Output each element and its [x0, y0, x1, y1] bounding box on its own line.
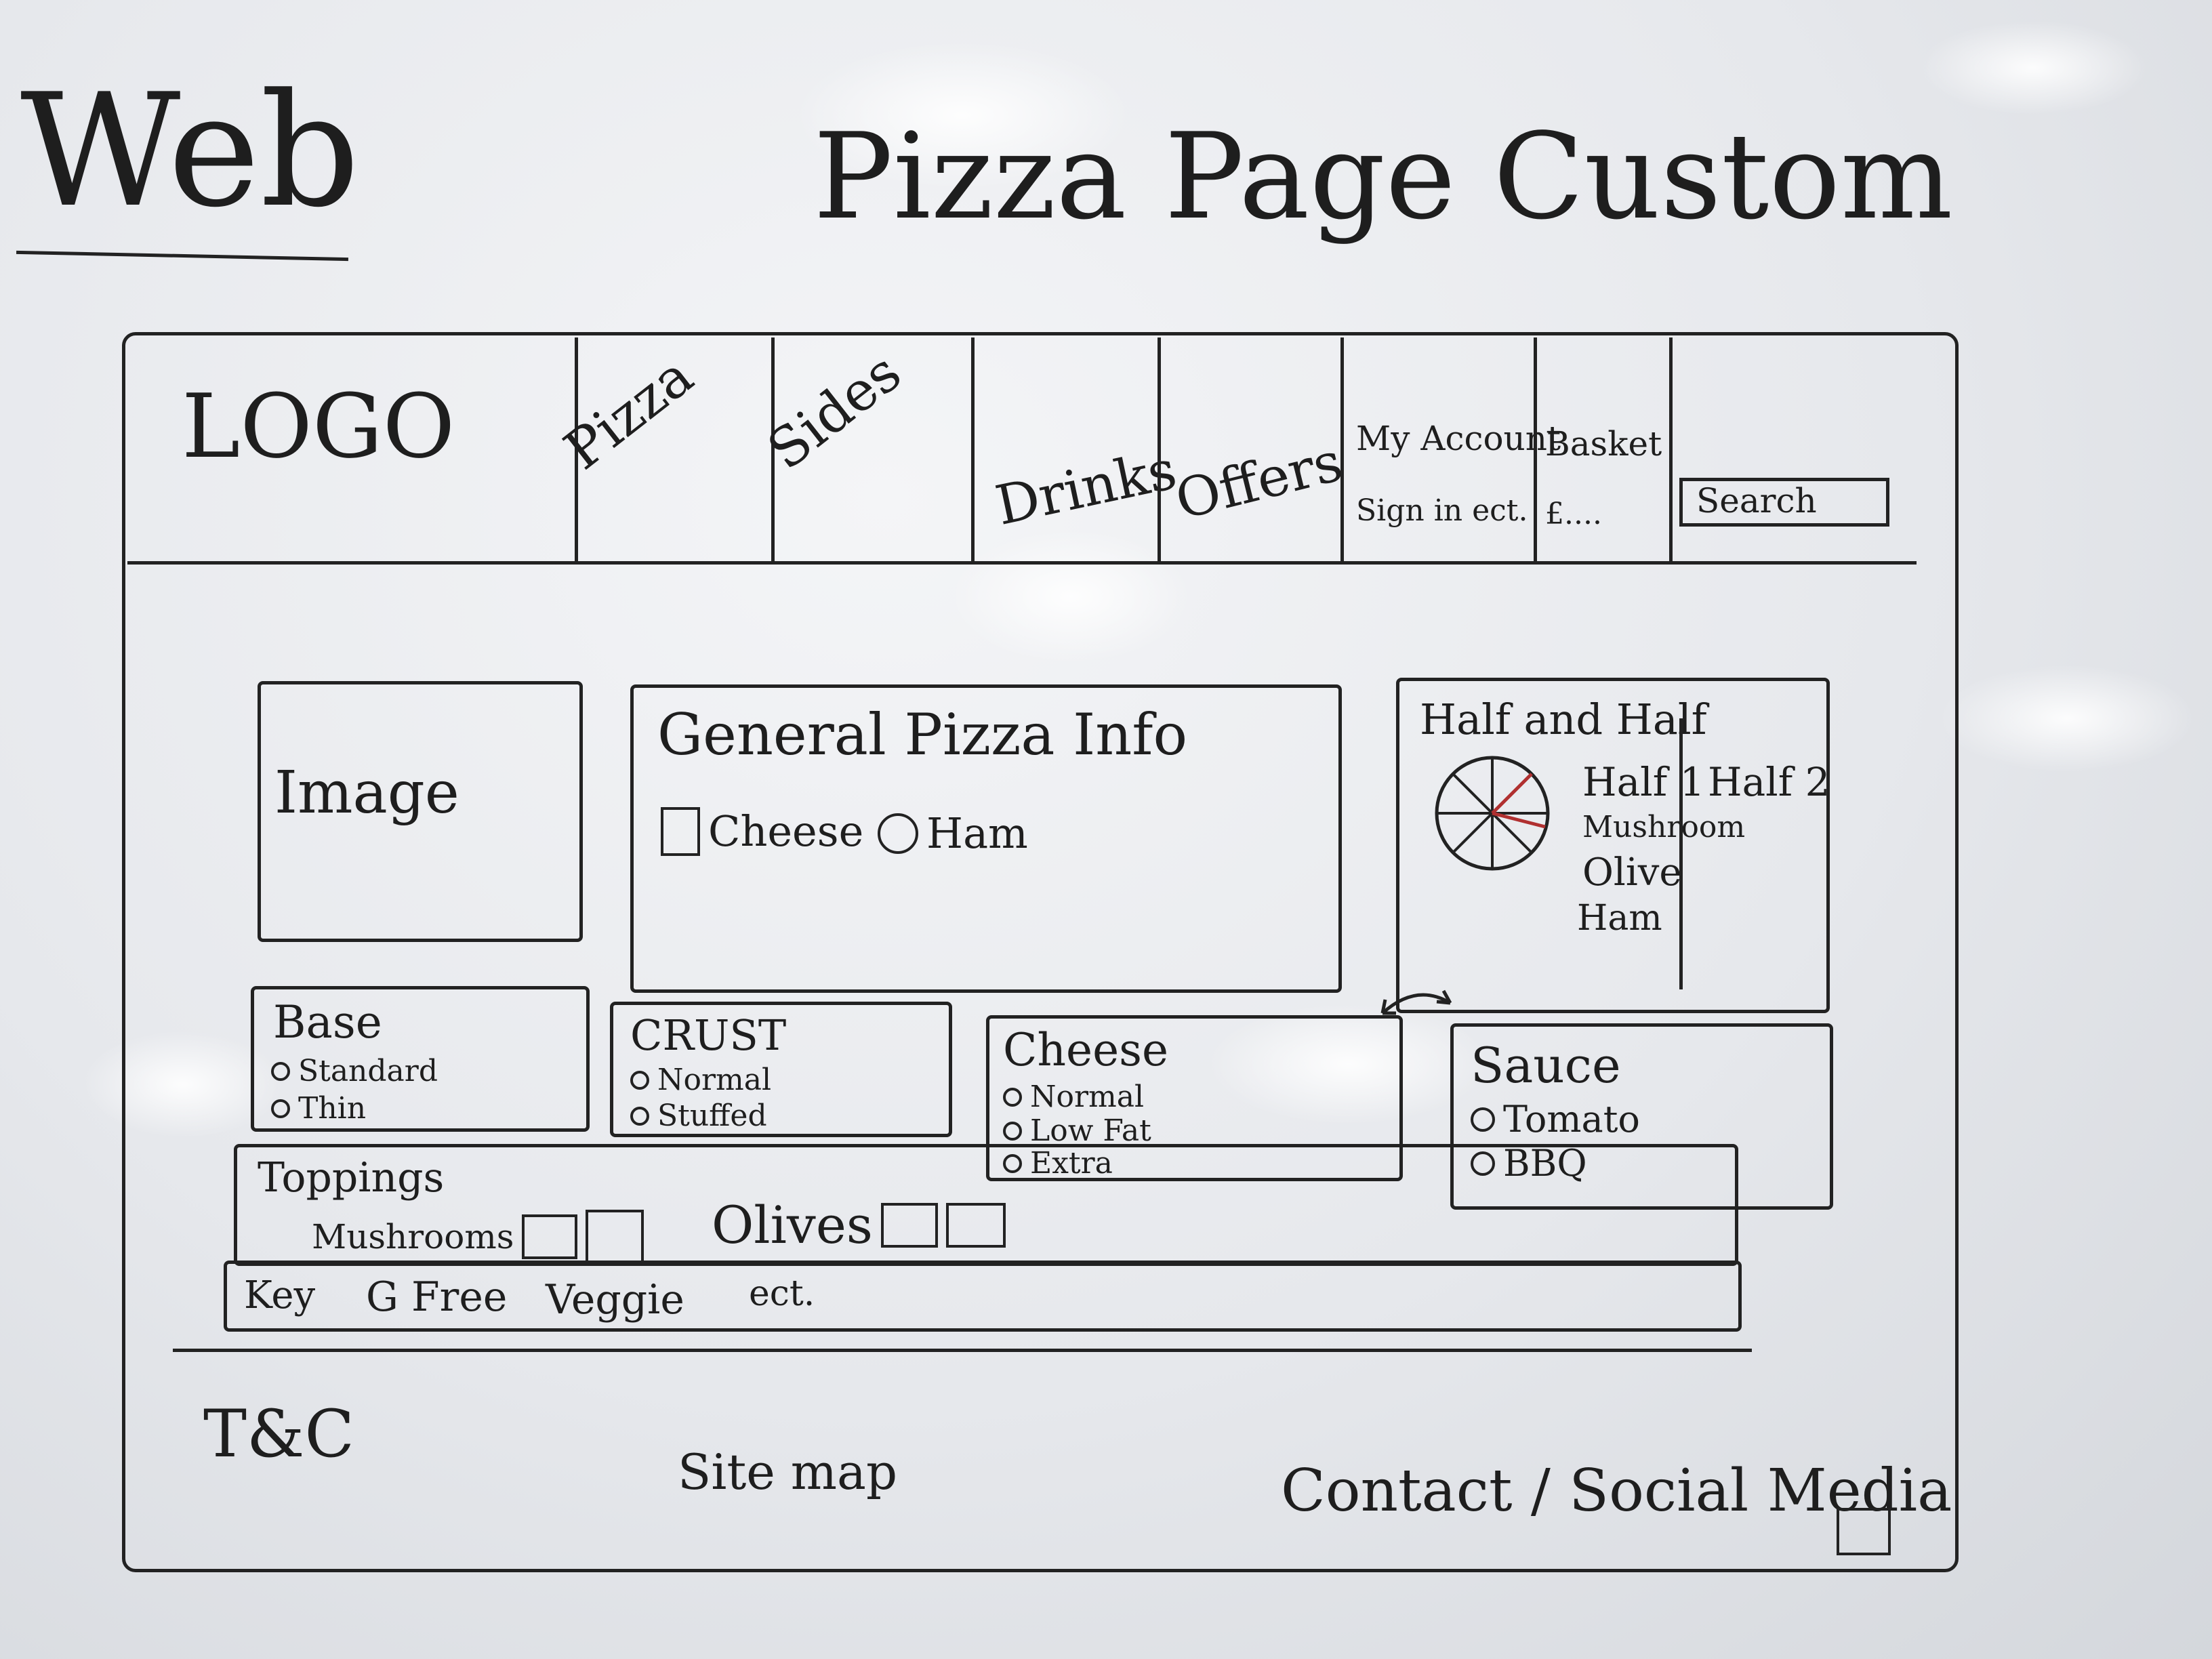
- pizza-pie-icon[interactable]: [1431, 752, 1553, 874]
- cheese-title: Cheese: [1003, 1024, 1169, 1076]
- half1-item: Mushroom: [1582, 810, 1746, 844]
- crust-option-normal[interactable]: Normal: [630, 1063, 771, 1097]
- mushrooms-half-right-toggle[interactable]: [586, 1210, 644, 1264]
- key-etc: ect.: [749, 1273, 815, 1314]
- board-title: Web: [20, 61, 360, 242]
- basket-total: £....: [1545, 497, 1602, 531]
- base-option-standard[interactable]: Standard: [271, 1054, 438, 1088]
- signin-label: Sign in ect.: [1356, 493, 1528, 528]
- base-title: Base: [273, 996, 382, 1048]
- search-cell: [1669, 337, 1917, 561]
- sauce-option-bbq[interactable]: BBQ: [1471, 1142, 1587, 1185]
- nav-offers[interactable]: Offers: [1158, 337, 1349, 561]
- general-info-panel: General Pizza Info Cheese Ham: [630, 684, 1342, 993]
- cheese-option-extra[interactable]: Extra: [1003, 1146, 1113, 1181]
- sauce-title: Sauce: [1471, 1037, 1621, 1094]
- half-and-half-title: Half and Half: [1420, 695, 1707, 744]
- facebook-icon[interactable]: [1837, 1508, 1891, 1555]
- nav-pizza-label: Pizza: [552, 344, 705, 482]
- nav-basket[interactable]: Basket £....: [1534, 337, 1669, 561]
- info-item-ham: Ham: [878, 808, 1028, 858]
- key-gluten-free[interactable]: G Free: [366, 1273, 508, 1321]
- footer-contact-link[interactable]: Contact / Social Media: [1281, 1457, 1952, 1525]
- footer-divider: [173, 1349, 1752, 1352]
- toppings-title: Toppings: [258, 1154, 445, 1202]
- half-divider: [1679, 718, 1683, 989]
- cheese-option-normal[interactable]: Normal: [1003, 1080, 1144, 1114]
- footer-sitemap-link[interactable]: Site map: [678, 1443, 898, 1500]
- base-panel: Base Standard Thin: [251, 986, 590, 1132]
- crust-option-stuffed[interactable]: Stuffed: [630, 1099, 767, 1133]
- logo[interactable]: LOGO: [182, 375, 455, 478]
- board-title-underline: [16, 250, 348, 262]
- half1-item: Olive: [1582, 851, 1682, 895]
- sauce-option-tomato[interactable]: Tomato: [1471, 1098, 1640, 1141]
- half1-item: Ham: [1577, 898, 1662, 939]
- olives-half-left-toggle[interactable]: [880, 1202, 938, 1248]
- topping-olives: Olives: [712, 1195, 1006, 1255]
- search-input[interactable]: Search: [1679, 478, 1889, 527]
- key-veggie[interactable]: Veggie: [546, 1276, 684, 1324]
- cheese-panel: Cheese Normal Low Fat Extra: [986, 1015, 1403, 1181]
- page-frame: [122, 332, 1959, 1572]
- sauce-panel: Sauce Tomato BBQ: [1450, 1023, 1833, 1210]
- toppings-panel: Toppings Mushrooms Olives: [234, 1144, 1738, 1266]
- crust-title: CRUST: [630, 1010, 787, 1060]
- base-option-thin[interactable]: Thin: [271, 1091, 366, 1126]
- cheese-option-lowfat[interactable]: Low Fat: [1003, 1113, 1151, 1148]
- cheese-icon: [661, 806, 700, 856]
- footer-tc-link[interactable]: T&C: [203, 1396, 354, 1472]
- page-title: Pizza Page Custom: [813, 108, 1953, 246]
- image-label: Image: [274, 759, 459, 827]
- pizza-image: Image: [258, 681, 583, 942]
- half1-label[interactable]: Half 1: [1582, 759, 1705, 805]
- crust-panel: CRUST Normal Stuffed: [610, 1002, 952, 1137]
- nav-offers-label: Offers: [1169, 430, 1349, 532]
- account-label: My Account: [1356, 419, 1561, 458]
- topping-mushrooms: Mushrooms: [312, 1210, 644, 1264]
- key-bar: Key G Free Veggie ect.: [224, 1261, 1742, 1332]
- half-and-half-panel: Half and Half Half 1 Half 2 Mushroom Oli…: [1396, 678, 1830, 1013]
- nav-pizza[interactable]: Pizza: [553, 337, 771, 561]
- swap-arrow-icon: [1380, 989, 1452, 1015]
- olives-half-right-toggle[interactable]: [945, 1202, 1006, 1248]
- info-item-cheese: Cheese: [661, 806, 863, 856]
- ham-icon: [878, 813, 918, 854]
- nav-sides-label: Sides: [756, 340, 913, 482]
- nav-drinks[interactable]: Drinks: [971, 337, 1182, 561]
- basket-label: Basket: [1545, 424, 1662, 464]
- nav-sides[interactable]: Sides: [756, 337, 971, 561]
- mushrooms-half-left-toggle[interactable]: [522, 1214, 578, 1259]
- site-header: LOGO Pizza Sides Drinks Offers My Accoun…: [127, 337, 1917, 565]
- nav-account[interactable]: My Account Sign in ect.: [1340, 337, 1561, 561]
- nav-drinks-label: Drinks: [990, 438, 1182, 537]
- general-info-title: General Pizza Info: [657, 701, 1188, 768]
- key-label: Key: [244, 1273, 316, 1317]
- half2-label[interactable]: Half 2: [1708, 759, 1830, 805]
